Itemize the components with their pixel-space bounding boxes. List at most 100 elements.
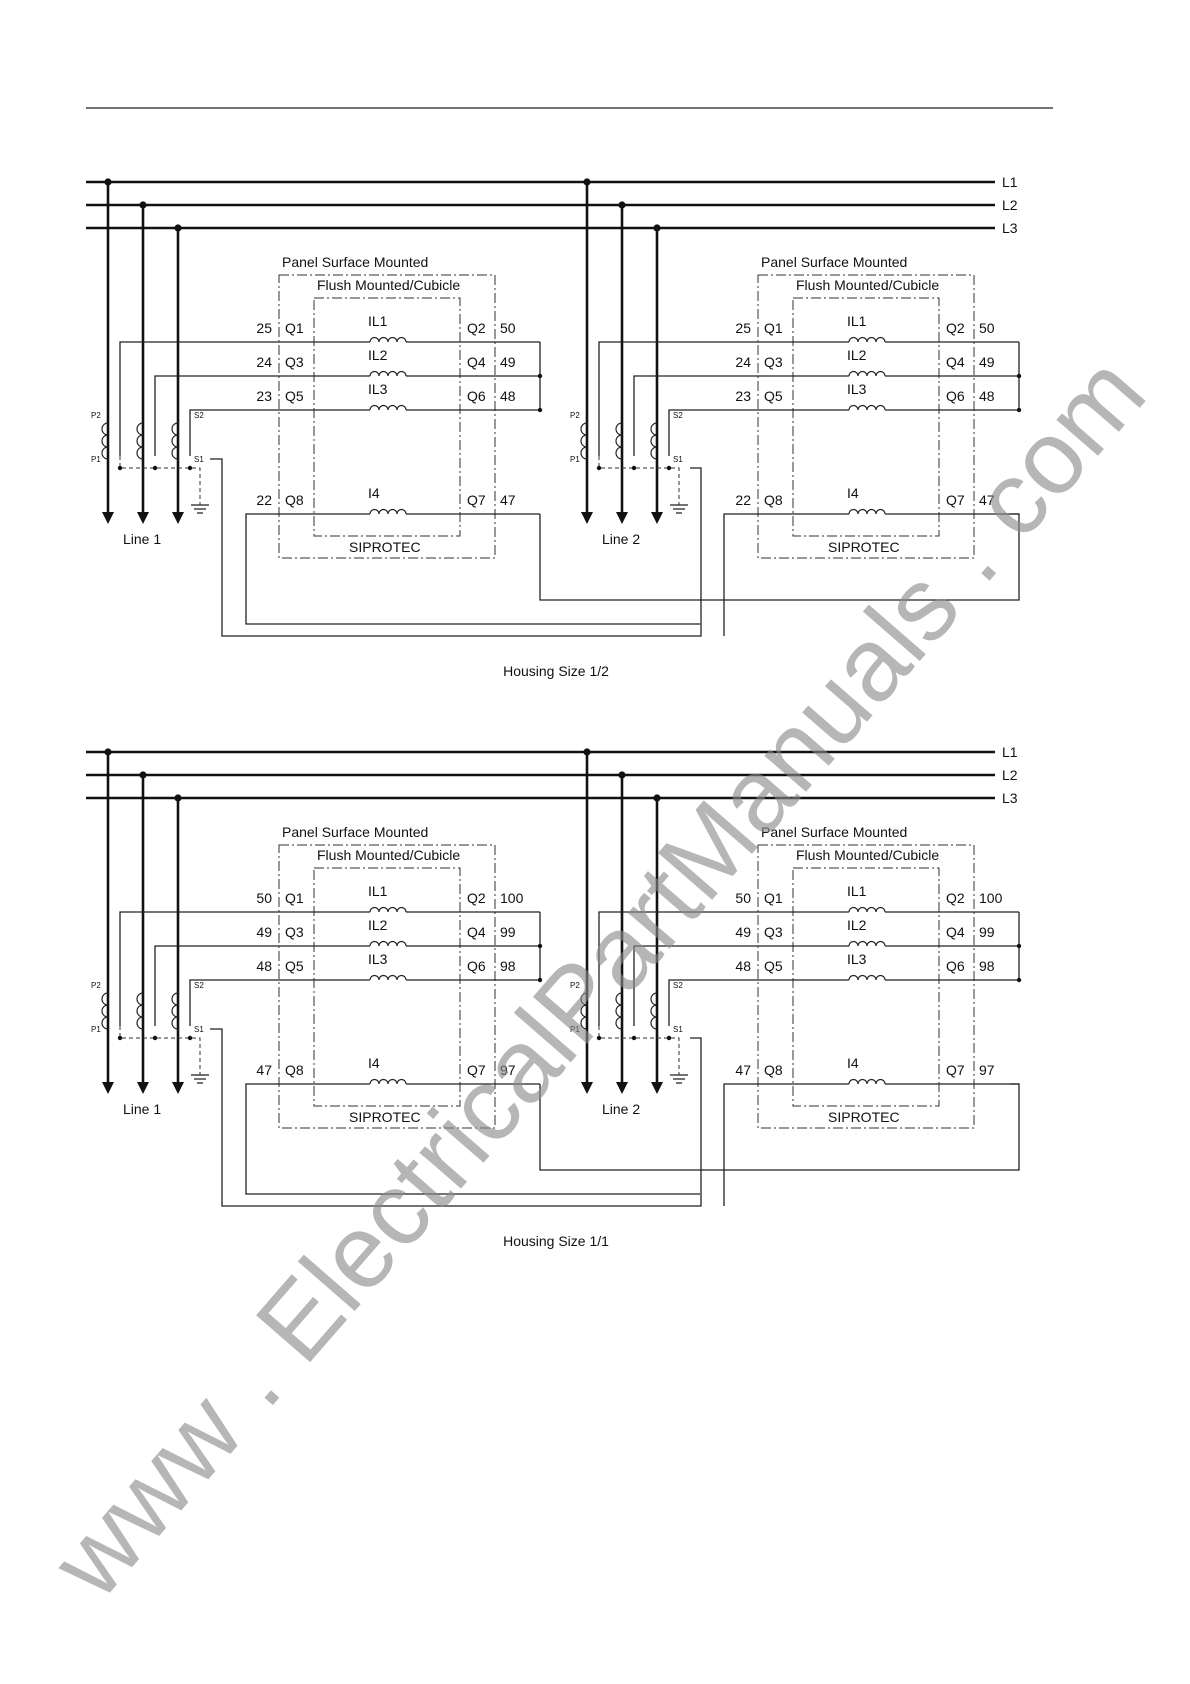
- arrow-down-icon: [616, 512, 628, 524]
- ct-label-s2: S2: [194, 981, 204, 990]
- flush-mounted-label: Flush Mounted/Cubicle: [796, 847, 939, 863]
- terminal-number-right: 48: [500, 388, 516, 404]
- panel-surface-label: Panel Surface Mounted: [761, 824, 907, 840]
- busbar-label-l1: L1: [1002, 744, 1018, 760]
- bus-junction-dot: [174, 794, 182, 802]
- arrow-down-icon: [616, 1082, 628, 1094]
- arrow-down-icon: [137, 1082, 149, 1094]
- current-transformer-icon: [101, 422, 109, 460]
- junction-dot: [537, 943, 543, 949]
- bus-junction-dot: [583, 748, 591, 756]
- coil-icon: [848, 370, 886, 377]
- junction-dot: [537, 373, 543, 379]
- bus-junction-dot: [104, 748, 112, 756]
- port-label-right: Q6: [467, 388, 486, 404]
- ground-icon: [670, 504, 688, 514]
- port-label-left: Q8: [764, 1062, 783, 1078]
- ct-label-s2: S2: [194, 411, 204, 420]
- coil-label: IL2: [847, 347, 867, 363]
- arrow-down-icon: [102, 512, 114, 524]
- device-label: SIPROTEC: [828, 1109, 900, 1125]
- port-label-right: Q7: [946, 492, 965, 508]
- panel-surface-label: Panel Surface Mounted: [282, 824, 428, 840]
- coil-label: IL1: [847, 313, 867, 329]
- coil-icon: [369, 404, 407, 411]
- ct-label-s1: S1: [673, 1025, 683, 1034]
- coil-label: IL1: [368, 313, 388, 329]
- arrow-down-icon: [172, 1082, 184, 1094]
- bus-junction-dot: [174, 224, 182, 232]
- port-label-left: Q1: [764, 320, 783, 336]
- flush-mounted-box: [792, 297, 940, 537]
- port-label-left: Q5: [764, 388, 783, 404]
- port-label-right: Q2: [467, 320, 486, 336]
- ct-label-p2: P2: [570, 981, 580, 990]
- line-label-2: Line 2: [602, 1101, 640, 1117]
- junction-dot: [152, 1035, 158, 1041]
- port-label-left: Q1: [285, 320, 304, 336]
- wire-ib: [154, 945, 280, 1026]
- terminal-number-right: 49: [500, 354, 516, 370]
- port-label-left: Q3: [285, 354, 304, 370]
- terminal-number-left: 22: [735, 492, 751, 508]
- panel-surface-box: [278, 274, 496, 559]
- line-label-1: Line 1: [123, 531, 161, 547]
- coil-label: I4: [368, 485, 380, 501]
- terminal-number-left: 25: [735, 320, 751, 336]
- junction-dot: [537, 977, 543, 983]
- port-label-left: Q3: [764, 354, 783, 370]
- coil-icon: [369, 370, 407, 377]
- port-label-left: Q1: [764, 890, 783, 906]
- terminal-number-left: 24: [735, 354, 751, 370]
- coil-icon: [848, 940, 886, 947]
- coil-icon: [848, 1078, 886, 1085]
- star-point-link: [119, 1026, 201, 1075]
- star-point-link: [598, 456, 680, 505]
- terminal-number-right: 47: [500, 492, 516, 508]
- port-label-right: Q2: [946, 320, 965, 336]
- star-point-link: [598, 1026, 680, 1075]
- port-label-right: Q4: [946, 354, 965, 370]
- busbar-label-l1: L1: [1002, 174, 1018, 190]
- terminal-number-left: 22: [256, 492, 272, 508]
- panel-surface-box: [757, 274, 975, 559]
- star-point-link: [119, 456, 201, 505]
- terminal-number-right: 98: [979, 958, 995, 974]
- terminal-number-left: 23: [256, 388, 272, 404]
- current-transformer-icon: [615, 992, 623, 1030]
- junction-dot: [631, 1035, 637, 1041]
- ct-label-s2: S2: [673, 411, 683, 420]
- port-label-right: Q4: [467, 924, 486, 940]
- port-label-left: Q3: [285, 924, 304, 940]
- terminal-number-right: 99: [500, 924, 516, 940]
- housing-size-caption: Housing Size 1/1: [503, 1233, 609, 1249]
- terminal-number-right: 49: [979, 354, 995, 370]
- current-transformer-icon: [580, 992, 588, 1030]
- terminal-number-left: 49: [735, 924, 751, 940]
- flush-mounted-label: Flush Mounted/Cubicle: [796, 277, 939, 293]
- arrow-down-icon: [172, 512, 184, 524]
- terminal-number-left: 25: [256, 320, 272, 336]
- coil-icon: [848, 974, 886, 981]
- terminal-number-left: 47: [256, 1062, 272, 1078]
- wire-ia: [598, 911, 759, 1026]
- line-label-1: Line 1: [123, 1101, 161, 1117]
- bus-junction-dot: [139, 771, 147, 779]
- watermark: www . ElectricalPartManuals . com: [29, 335, 1167, 1620]
- coil-label: IL3: [368, 381, 388, 397]
- current-transformer-icon: [171, 422, 179, 460]
- flush-mounted-label: Flush Mounted/Cubicle: [317, 277, 460, 293]
- junction-dot: [1016, 407, 1022, 413]
- terminal-number-right: 97: [500, 1062, 516, 1078]
- flush-mounted-label: Flush Mounted/Cubicle: [317, 847, 460, 863]
- device-label: SIPROTEC: [349, 539, 421, 555]
- terminal-number-right: 48: [979, 388, 995, 404]
- junction-dot: [187, 1035, 193, 1041]
- current-transformer-icon: [171, 992, 179, 1030]
- junction-dot: [1016, 943, 1022, 949]
